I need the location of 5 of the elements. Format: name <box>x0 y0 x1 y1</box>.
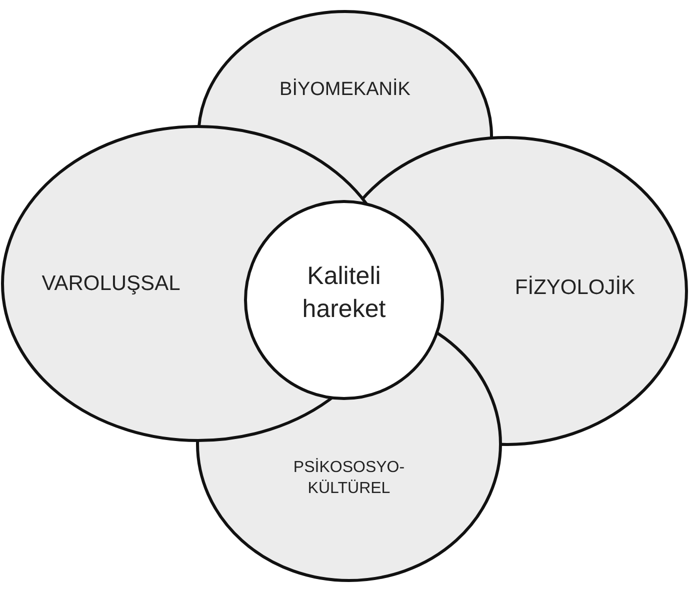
category-label: BİYOMEKANİK <box>278 78 412 102</box>
category-label: Kaliteli hareket <box>301 261 387 324</box>
category-label: PSİKOSOSYO- KÜLTÜREL <box>292 458 406 499</box>
category-label: VAROLUŞSAL <box>40 271 182 297</box>
category-label: FİZYOLOJİK <box>514 274 636 301</box>
